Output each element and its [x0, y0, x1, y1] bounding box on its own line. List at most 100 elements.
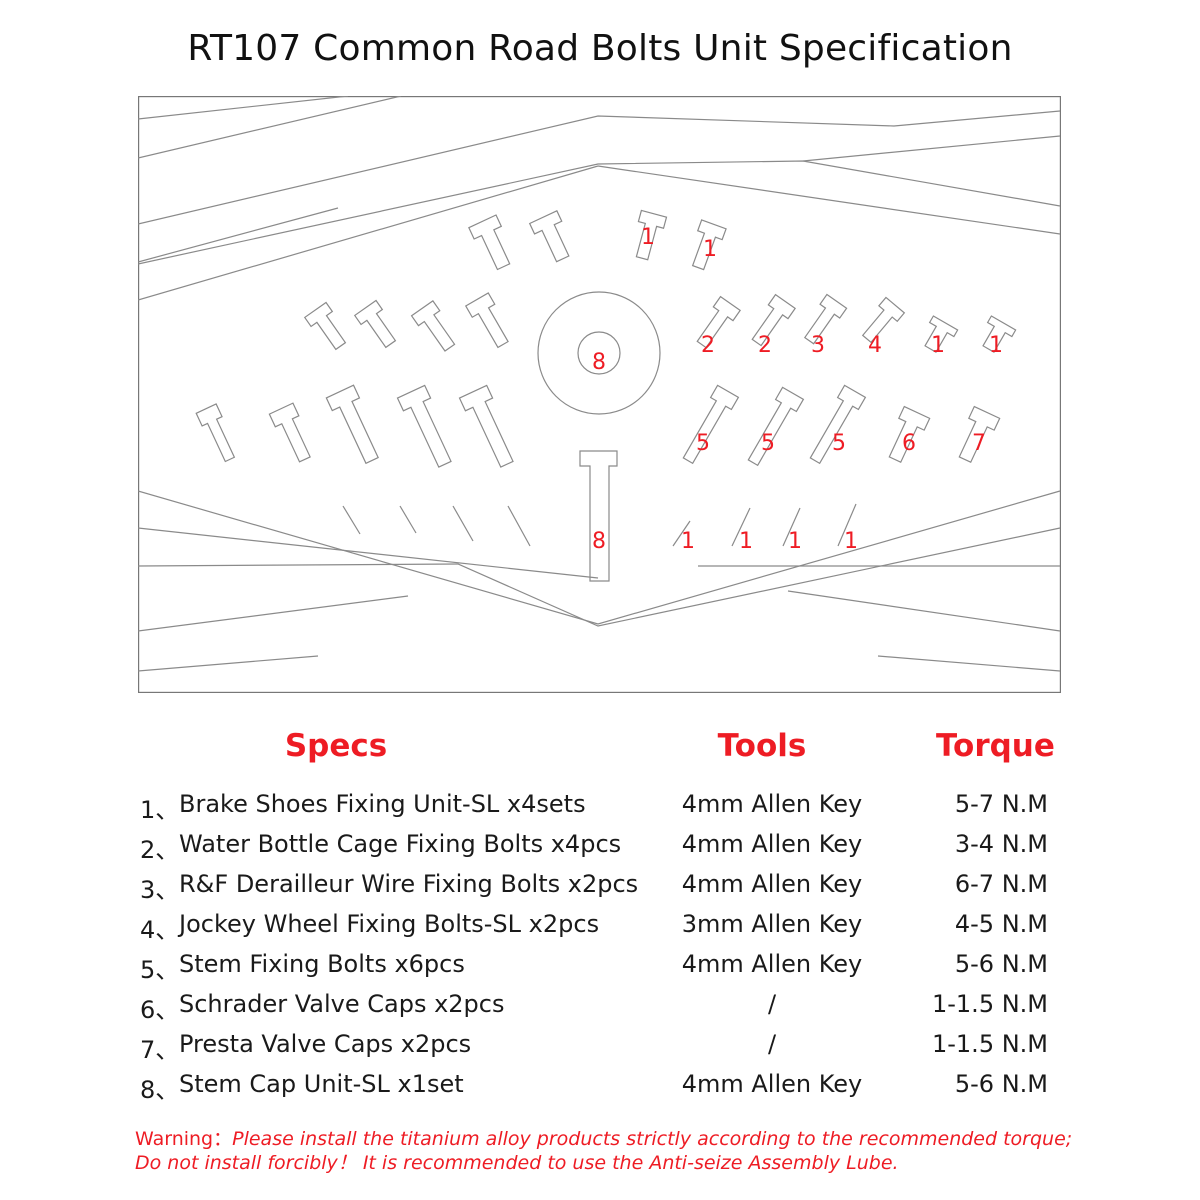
tray-band-line — [877, 655, 1061, 672]
bolt-cutout — [410, 300, 456, 352]
row-tool: / — [767, 990, 777, 1018]
table-row: 7、 Presta Valve Caps x2pcs / 1-1.5 N.M — [0, 1030, 1200, 1070]
row-tool: 3mm Allen Key — [681, 910, 863, 938]
diagram-marker-5: 5 — [832, 431, 846, 456]
row-spec: Jockey Wheel Fixing Bolts-SL x2pcs — [179, 910, 600, 938]
warning-line-2: Do not install forcibly！ It is recommend… — [135, 1148, 899, 1175]
bolt-cutout — [325, 384, 379, 465]
bolt-cutout — [528, 210, 570, 263]
page-title: RT107 Common Road Bolts Unit Specificati… — [187, 28, 1013, 69]
diagram-marker-1: 1 — [931, 333, 945, 358]
torque-header: Torque — [936, 728, 1055, 764]
bolt-cutout — [809, 384, 867, 465]
tray-band-line — [597, 165, 1061, 235]
row-number: 7、 — [140, 1036, 180, 1064]
row-torque: 6-7 N.M — [954, 870, 1048, 898]
diagram-marker-2: 2 — [701, 333, 715, 358]
table-row: 3、 R&F Derailleur Wire Fixing Bolts x2pc… — [0, 870, 1200, 910]
bolt-cutout — [195, 403, 236, 463]
tools-header: Tools — [717, 728, 807, 764]
tray-band-line — [138, 160, 1061, 265]
row-torque: 5-6 N.M — [954, 950, 1048, 978]
tray-band-line — [138, 110, 1061, 225]
diagram-marker-7: 7 — [972, 431, 986, 456]
row-spec: Presta Valve Caps x2pcs — [179, 1030, 472, 1058]
row-torque: 1-1.5 N.M — [931, 990, 1048, 1018]
pin-slot — [837, 503, 857, 547]
diagram-marker-1: 1 — [989, 333, 1003, 358]
bolt-cutout — [682, 384, 740, 465]
diagram-marker-8: 8 — [592, 350, 606, 375]
row-number: 2、 — [140, 836, 180, 864]
bolt-cutout — [751, 293, 797, 347]
row-tool: 4mm Allen Key — [681, 790, 863, 818]
bolt-cutout — [396, 384, 452, 468]
bolt-cutout — [458, 384, 514, 468]
diagram-marker-6: 6 — [902, 431, 916, 456]
diagram-marker-1: 1 — [703, 237, 717, 262]
table-row: 2、 Water Bottle Cage Fixing Bolts x4pcs … — [0, 830, 1200, 870]
bolt-cutout — [958, 405, 1001, 464]
row-number: 1、 — [140, 796, 180, 824]
diagram-marker-8: 8 — [592, 529, 606, 554]
row-spec: Brake Shoes Fixing Unit-SL x4sets — [179, 790, 586, 818]
tray-band-line — [802, 135, 1061, 162]
row-torque: 3-4 N.M — [954, 830, 1048, 858]
row-tool: 4mm Allen Key — [681, 830, 863, 858]
pin-slot — [672, 520, 691, 547]
tray-band-line — [138, 207, 339, 263]
tray-band-line — [138, 655, 319, 672]
warning-label: Warning： — [135, 1128, 233, 1150]
diagram-marker-5: 5 — [696, 431, 710, 456]
row-number: 6、 — [140, 996, 180, 1024]
bolt-cutout — [303, 301, 347, 351]
row-tool: / — [767, 1030, 777, 1058]
stem-cap-center — [577, 331, 621, 375]
row-torque: 5-7 N.M — [954, 790, 1048, 818]
tray-band-line — [138, 527, 1061, 627]
tray-band-line — [138, 595, 409, 632]
stem-cap-bolt-outline — [579, 450, 618, 582]
table-row: 5、 Stem Fixing Bolts x6pcs 4mm Allen Key… — [0, 950, 1200, 990]
pin-slot — [342, 505, 361, 535]
bolt-cutout — [861, 296, 906, 344]
row-spec: Schrader Valve Caps x2pcs — [179, 990, 505, 1018]
tray-band-line — [138, 490, 1061, 625]
bolt-cutout — [982, 315, 1017, 353]
table-row: 4、 Jockey Wheel Fixing Bolts-SL x2pcs 3m… — [0, 910, 1200, 950]
pin-slot — [507, 505, 531, 547]
bolt-cutout — [353, 299, 397, 349]
tray-band-line — [787, 590, 1061, 632]
bolt-cutout — [696, 295, 742, 349]
bolt-cutout — [924, 315, 959, 353]
pin-slot — [782, 507, 801, 547]
bolt-cutout — [468, 214, 511, 271]
bolt-cutout — [747, 386, 805, 467]
row-number: 4、 — [140, 916, 180, 944]
row-spec: Water Bottle Cage Fixing Bolts x4pcs — [179, 830, 622, 858]
bolt-cutout — [691, 219, 727, 271]
diagram-marker-4: 4 — [868, 333, 882, 358]
diagram-marker-1: 1 — [641, 225, 655, 250]
tray-band-line — [138, 527, 599, 579]
specs-header: Specs — [284, 728, 388, 764]
row-spec: Stem Fixing Bolts x6pcs — [179, 950, 465, 978]
row-number: 5、 — [140, 956, 180, 984]
diagram-marker-5: 5 — [761, 431, 775, 456]
row-tool: 4mm Allen Key — [681, 950, 863, 978]
diagram-marker-1: 1 — [739, 529, 753, 554]
tray-band-line — [138, 96, 402, 159]
stem-cap-outline — [537, 291, 661, 415]
row-tool: 4mm Allen Key — [681, 870, 863, 898]
pin-slot — [452, 505, 474, 542]
row-number: 8、 — [140, 1076, 180, 1104]
warning-line-1: Warning：Please install the titanium allo… — [135, 1124, 1072, 1151]
warning-text-1: Please install the titanium alloy produc… — [232, 1128, 1073, 1150]
table-row: 8、 Stem Cap Unit-SL x1set 4mm Allen Key … — [0, 1070, 1200, 1110]
warning-text-2: Do not install forcibly！ It is recommend… — [135, 1152, 899, 1174]
diagram-marker-1: 1 — [788, 529, 802, 554]
bolt-cutout — [268, 402, 311, 463]
diagram-marker-1: 1 — [844, 529, 858, 554]
pin-slot — [399, 505, 417, 534]
